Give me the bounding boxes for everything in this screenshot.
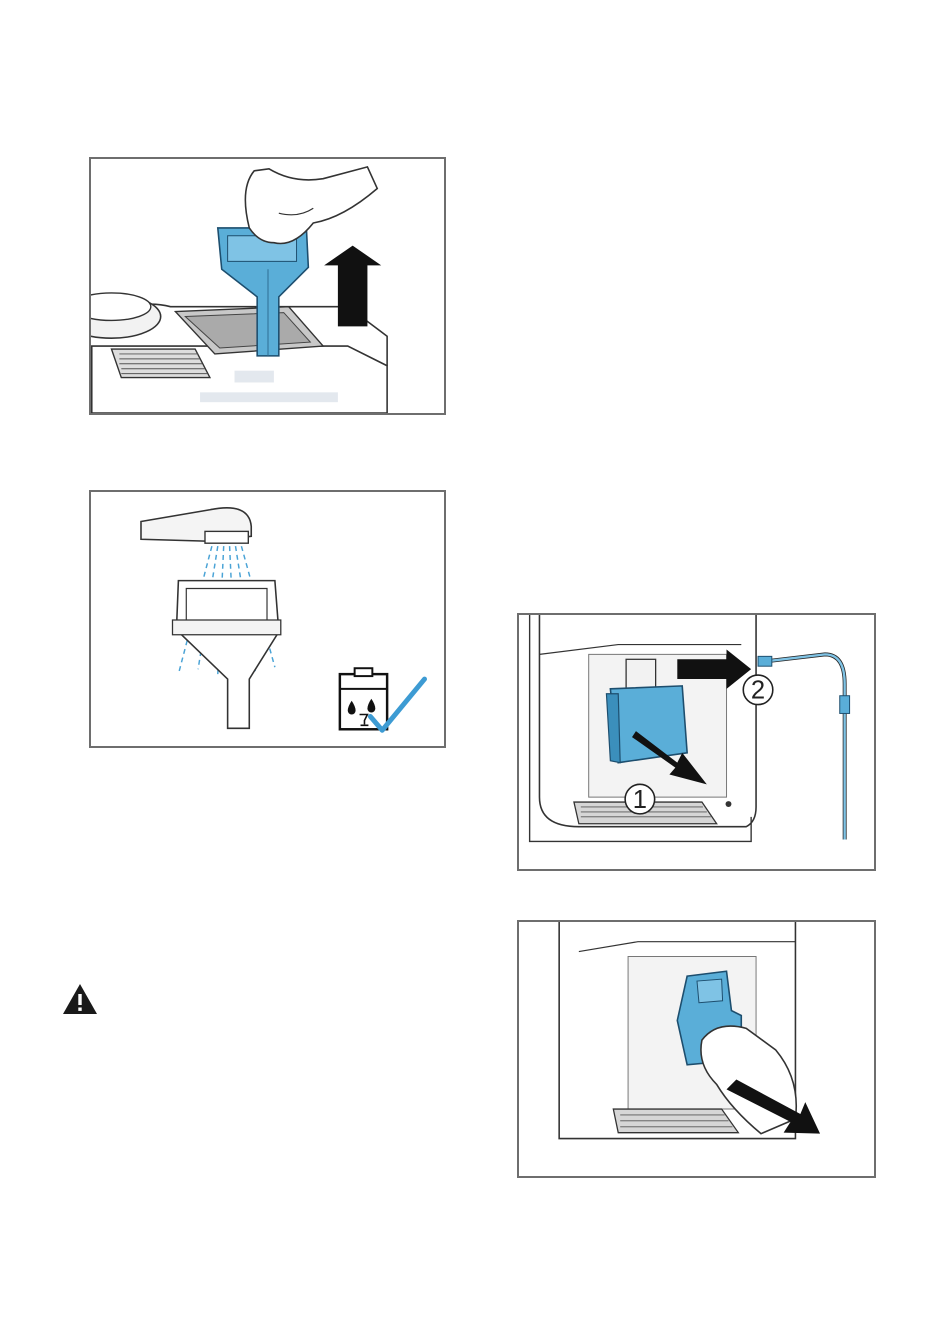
warning-triangle-icon — [62, 983, 98, 1015]
illustration-remove-brewing-parts: 1 2 — [519, 615, 874, 869]
figure-pull-out-unit — [517, 920, 876, 1178]
figure-remove-funnel — [89, 157, 446, 415]
svg-text:1: 1 — [633, 786, 647, 814]
svg-text:2: 2 — [751, 677, 765, 705]
illustration-remove-funnel — [91, 159, 444, 413]
figure-remove-brewing-parts: 1 2 — [517, 613, 876, 871]
dishwasher-safe-icon — [340, 668, 425, 730]
figure-rinse-funnel — [89, 490, 446, 748]
illustration-rinse-funnel — [91, 492, 444, 746]
callout-2: 2 — [743, 675, 773, 705]
callout-1: 1 — [625, 784, 655, 814]
illustration-pull-out-unit — [519, 922, 874, 1176]
